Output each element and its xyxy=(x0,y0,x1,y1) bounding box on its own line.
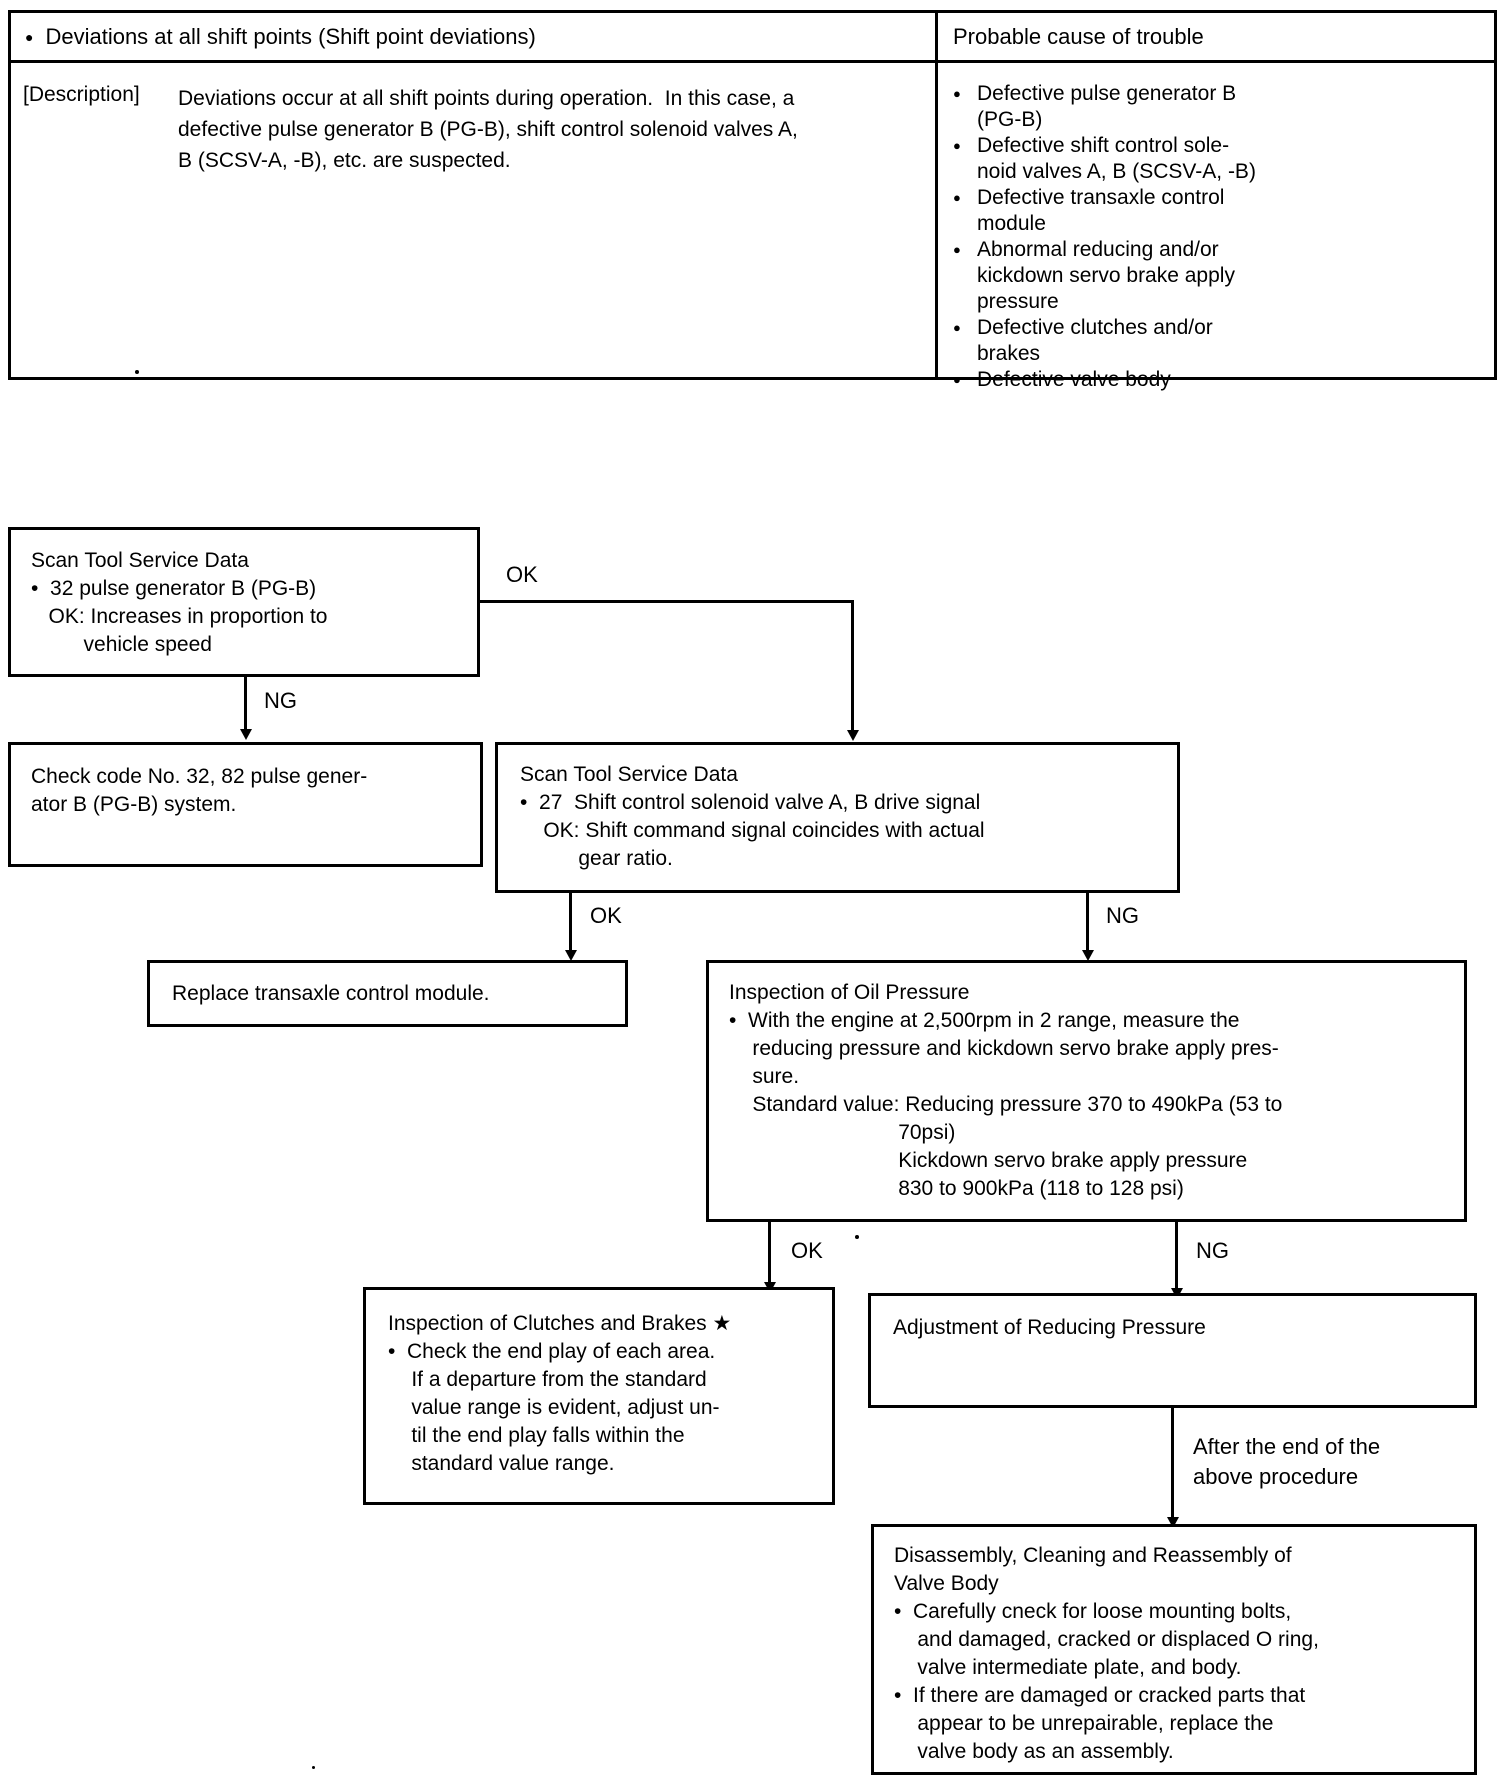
cause-item: ● Abnormal reducing and/or kickdown servo… xyxy=(951,237,1496,315)
scan-speck xyxy=(135,370,139,374)
scan-speck xyxy=(855,1235,859,1239)
ng2-connector xyxy=(1086,893,1089,953)
bullet-icon: ● xyxy=(953,190,961,205)
ok1-connector-horizontal xyxy=(477,600,854,603)
arrowhead-icon xyxy=(847,730,859,741)
bullet-icon: ● xyxy=(953,86,961,101)
cause-item: ● Defective clutches and/or brakes xyxy=(951,315,1496,367)
flow-box-replace-tcm: Replace transaxle control module. xyxy=(147,960,628,1027)
ng3-label: NG xyxy=(1196,1238,1229,1263)
flow-box-scan-tool-scsv: Scan Tool Service Data • 27 Shift contro… xyxy=(495,742,1180,893)
bullet-icon: ● xyxy=(953,242,961,257)
ng3-connector xyxy=(1175,1222,1178,1291)
after-procedure-note: After the end of the above procedure xyxy=(1193,1434,1381,1489)
cause-text: Defective shift control sole- noid valve… xyxy=(977,134,1256,183)
bullet-icon: ● xyxy=(953,372,961,387)
cause-text: Defective transaxle control module xyxy=(977,186,1225,235)
ng2-label: NG xyxy=(1106,903,1139,928)
symptom-header-text: Deviations at all shift points (Shift po… xyxy=(45,24,536,49)
symptom-header: ● Deviations at all shift points (Shift p… xyxy=(25,24,536,50)
flow-box-oil-pressure: Inspection of Oil Pressure • With the en… xyxy=(706,960,1467,1222)
flow-box-check-code: Check code No. 32, 82 pulse gener- ator … xyxy=(8,742,483,867)
flow-box-adjust-reducing-pressure: Adjustment of Reducing Pressure xyxy=(868,1293,1477,1408)
probable-cause-list: ● Defective pulse generator B (PG-B) ● Def… xyxy=(951,81,1496,393)
ok2-label: OK xyxy=(590,903,622,928)
cause-text: Defective pulse generator B (PG-B) xyxy=(977,82,1237,131)
ok3-connector xyxy=(768,1222,771,1285)
flow-box-clutches-brakes: Inspection of Clutches and Brakes ★ • Ch… xyxy=(363,1287,835,1505)
scan-speck xyxy=(312,1766,315,1769)
symptom-cause-table: ● Deviations at all shift points (Shift p… xyxy=(8,10,1497,391)
flow-box-scan-tool-pgb: Scan Tool Service Data • 32 pulse genera… xyxy=(8,527,480,677)
ok1-connector-vertical xyxy=(851,600,854,733)
ng1-label: NG xyxy=(264,688,297,713)
cause-item: ● Defective pulse generator B (PG-B) xyxy=(951,81,1496,133)
probable-cause-header: Probable cause of trouble xyxy=(953,24,1204,49)
cause-item: ● Defective transaxle control module xyxy=(951,185,1496,237)
cause-item: ● Defective shift control sole- noid valv… xyxy=(951,133,1496,185)
ok3-label: OK xyxy=(791,1238,823,1263)
table-header-divider xyxy=(11,60,1494,63)
arrowhead-icon xyxy=(240,729,252,740)
bullet-icon: ● xyxy=(25,29,34,45)
cause-text: Abnormal reducing and/or kickdown servo … xyxy=(977,238,1235,313)
description-text: Deviations occur at all shift points dur… xyxy=(178,87,798,172)
description-label: [Description] xyxy=(23,83,140,106)
cause-text: Defective clutches and/or brakes xyxy=(977,316,1213,365)
ok1-label: OK xyxy=(506,562,538,587)
cause-text: Defective valve body xyxy=(977,368,1171,391)
table-column-divider xyxy=(935,13,938,377)
ok2-connector xyxy=(569,893,572,953)
ng1-connector xyxy=(244,677,247,732)
bullet-icon: ● xyxy=(953,320,961,335)
flow-box-valve-body: Disassembly, Cleaning and Reassembly of … xyxy=(871,1524,1477,1775)
arrowhead-icon xyxy=(1082,950,1094,961)
arrowhead-icon xyxy=(1167,1517,1179,1528)
after-procedure-connector xyxy=(1171,1408,1174,1520)
bullet-icon: ● xyxy=(953,138,961,153)
arrowhead-icon xyxy=(565,950,577,961)
cause-item: ● Defective valve body xyxy=(951,367,1496,393)
